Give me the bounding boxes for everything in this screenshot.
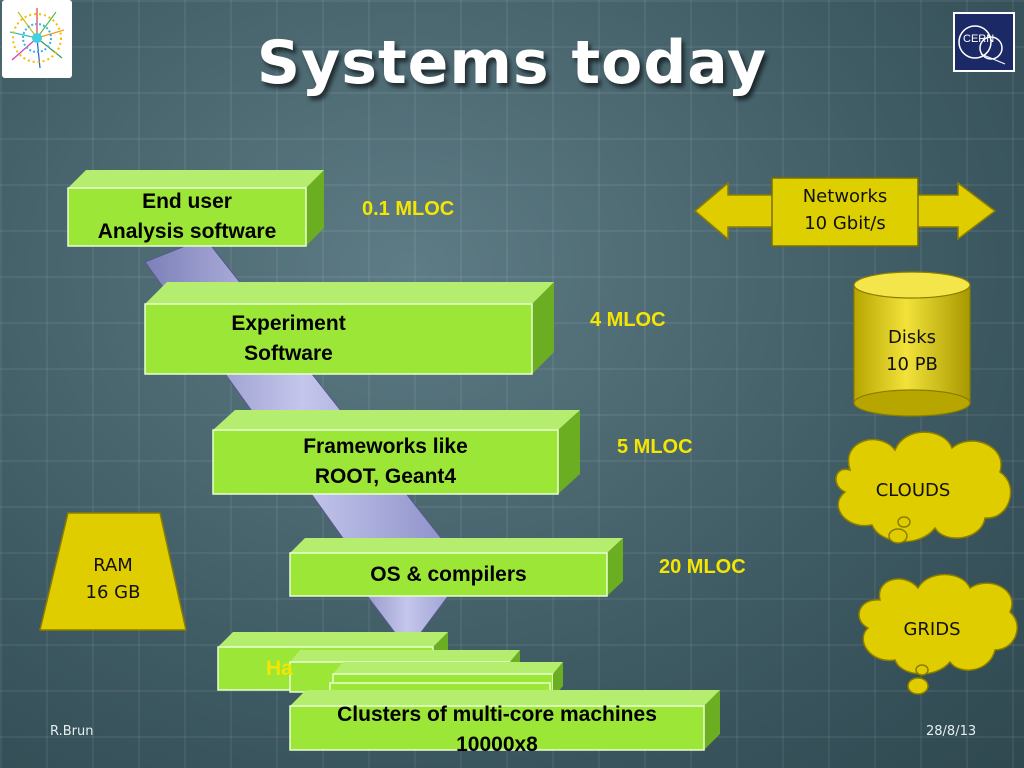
networks-line1: Networks — [802, 186, 888, 207]
box-frameworks — [212, 410, 580, 495]
end-user-line2: Analysis software — [97, 220, 277, 243]
mloc-end-user: 0.1 MLOC — [362, 198, 455, 220]
clusters-label: Clusters of multi-core machines 10000x8 — [290, 700, 704, 760]
disks-label: Disks 10 PB — [854, 324, 970, 378]
frameworks-line1: Frameworks like — [303, 435, 468, 458]
mloc-experiment: 4 MLOC — [590, 309, 666, 331]
clusters-line2: 10000x8 — [456, 733, 538, 756]
clusters-line1: Clusters of multi-core machines — [337, 703, 657, 726]
experiment-software-label: Experiment Software — [145, 304, 532, 374]
networks-line2: 10 Gbit/s — [804, 213, 886, 234]
grids-label: GRIDS — [903, 619, 961, 640]
collision-event-logo — [2, 0, 72, 78]
ram-shape — [39, 512, 187, 631]
networks-arrow — [693, 177, 997, 247]
box-experiment-software — [144, 282, 554, 375]
grids-shape — [858, 573, 1018, 695]
mloc-frameworks: 5 MLOC — [617, 436, 693, 458]
os-compilers-label: OS & compilers — [290, 553, 607, 596]
box-clusters — [289, 690, 720, 751]
hardware-partial-text: Ha — [266, 657, 293, 680]
disks-cylinder — [853, 271, 971, 417]
networks-label: Networks 10 Gbit/s — [772, 183, 918, 237]
clouds-shape — [835, 431, 1012, 544]
frameworks-line2: ROOT, Geant4 — [314, 465, 457, 488]
frameworks-label: Frameworks like ROOT, Geant4 — [213, 430, 558, 494]
end-user-label: End user Analysis software — [68, 188, 306, 246]
clouds-label: CLOUDS — [875, 480, 951, 501]
disks-line2: 10 PB — [886, 354, 938, 375]
footer-date: 28/8/13 — [926, 724, 977, 739]
footer-author: R.Brun — [50, 724, 94, 739]
os-compilers-line1: OS & compilers — [370, 562, 527, 586]
mloc-os: 20 MLOC — [659, 556, 746, 578]
box-os-compilers — [289, 538, 623, 597]
ram-line2: 16 GB — [85, 582, 141, 603]
slide-title: Systems today — [256, 28, 768, 98]
hardware-partial-label: Ha — [266, 654, 296, 684]
disks-line1: Disks — [887, 327, 937, 348]
experiment-line2: Software — [244, 342, 333, 365]
ram-label: RAM 16 GB — [40, 552, 186, 606]
end-user-line1: End user — [142, 190, 232, 213]
experiment-line1: Experiment — [231, 312, 346, 335]
cern-logo-text: CERN — [963, 33, 994, 45]
cern-logo: CERN — [953, 12, 1015, 72]
ram-line1: RAM — [93, 555, 133, 576]
box-end-user — [67, 170, 324, 247]
